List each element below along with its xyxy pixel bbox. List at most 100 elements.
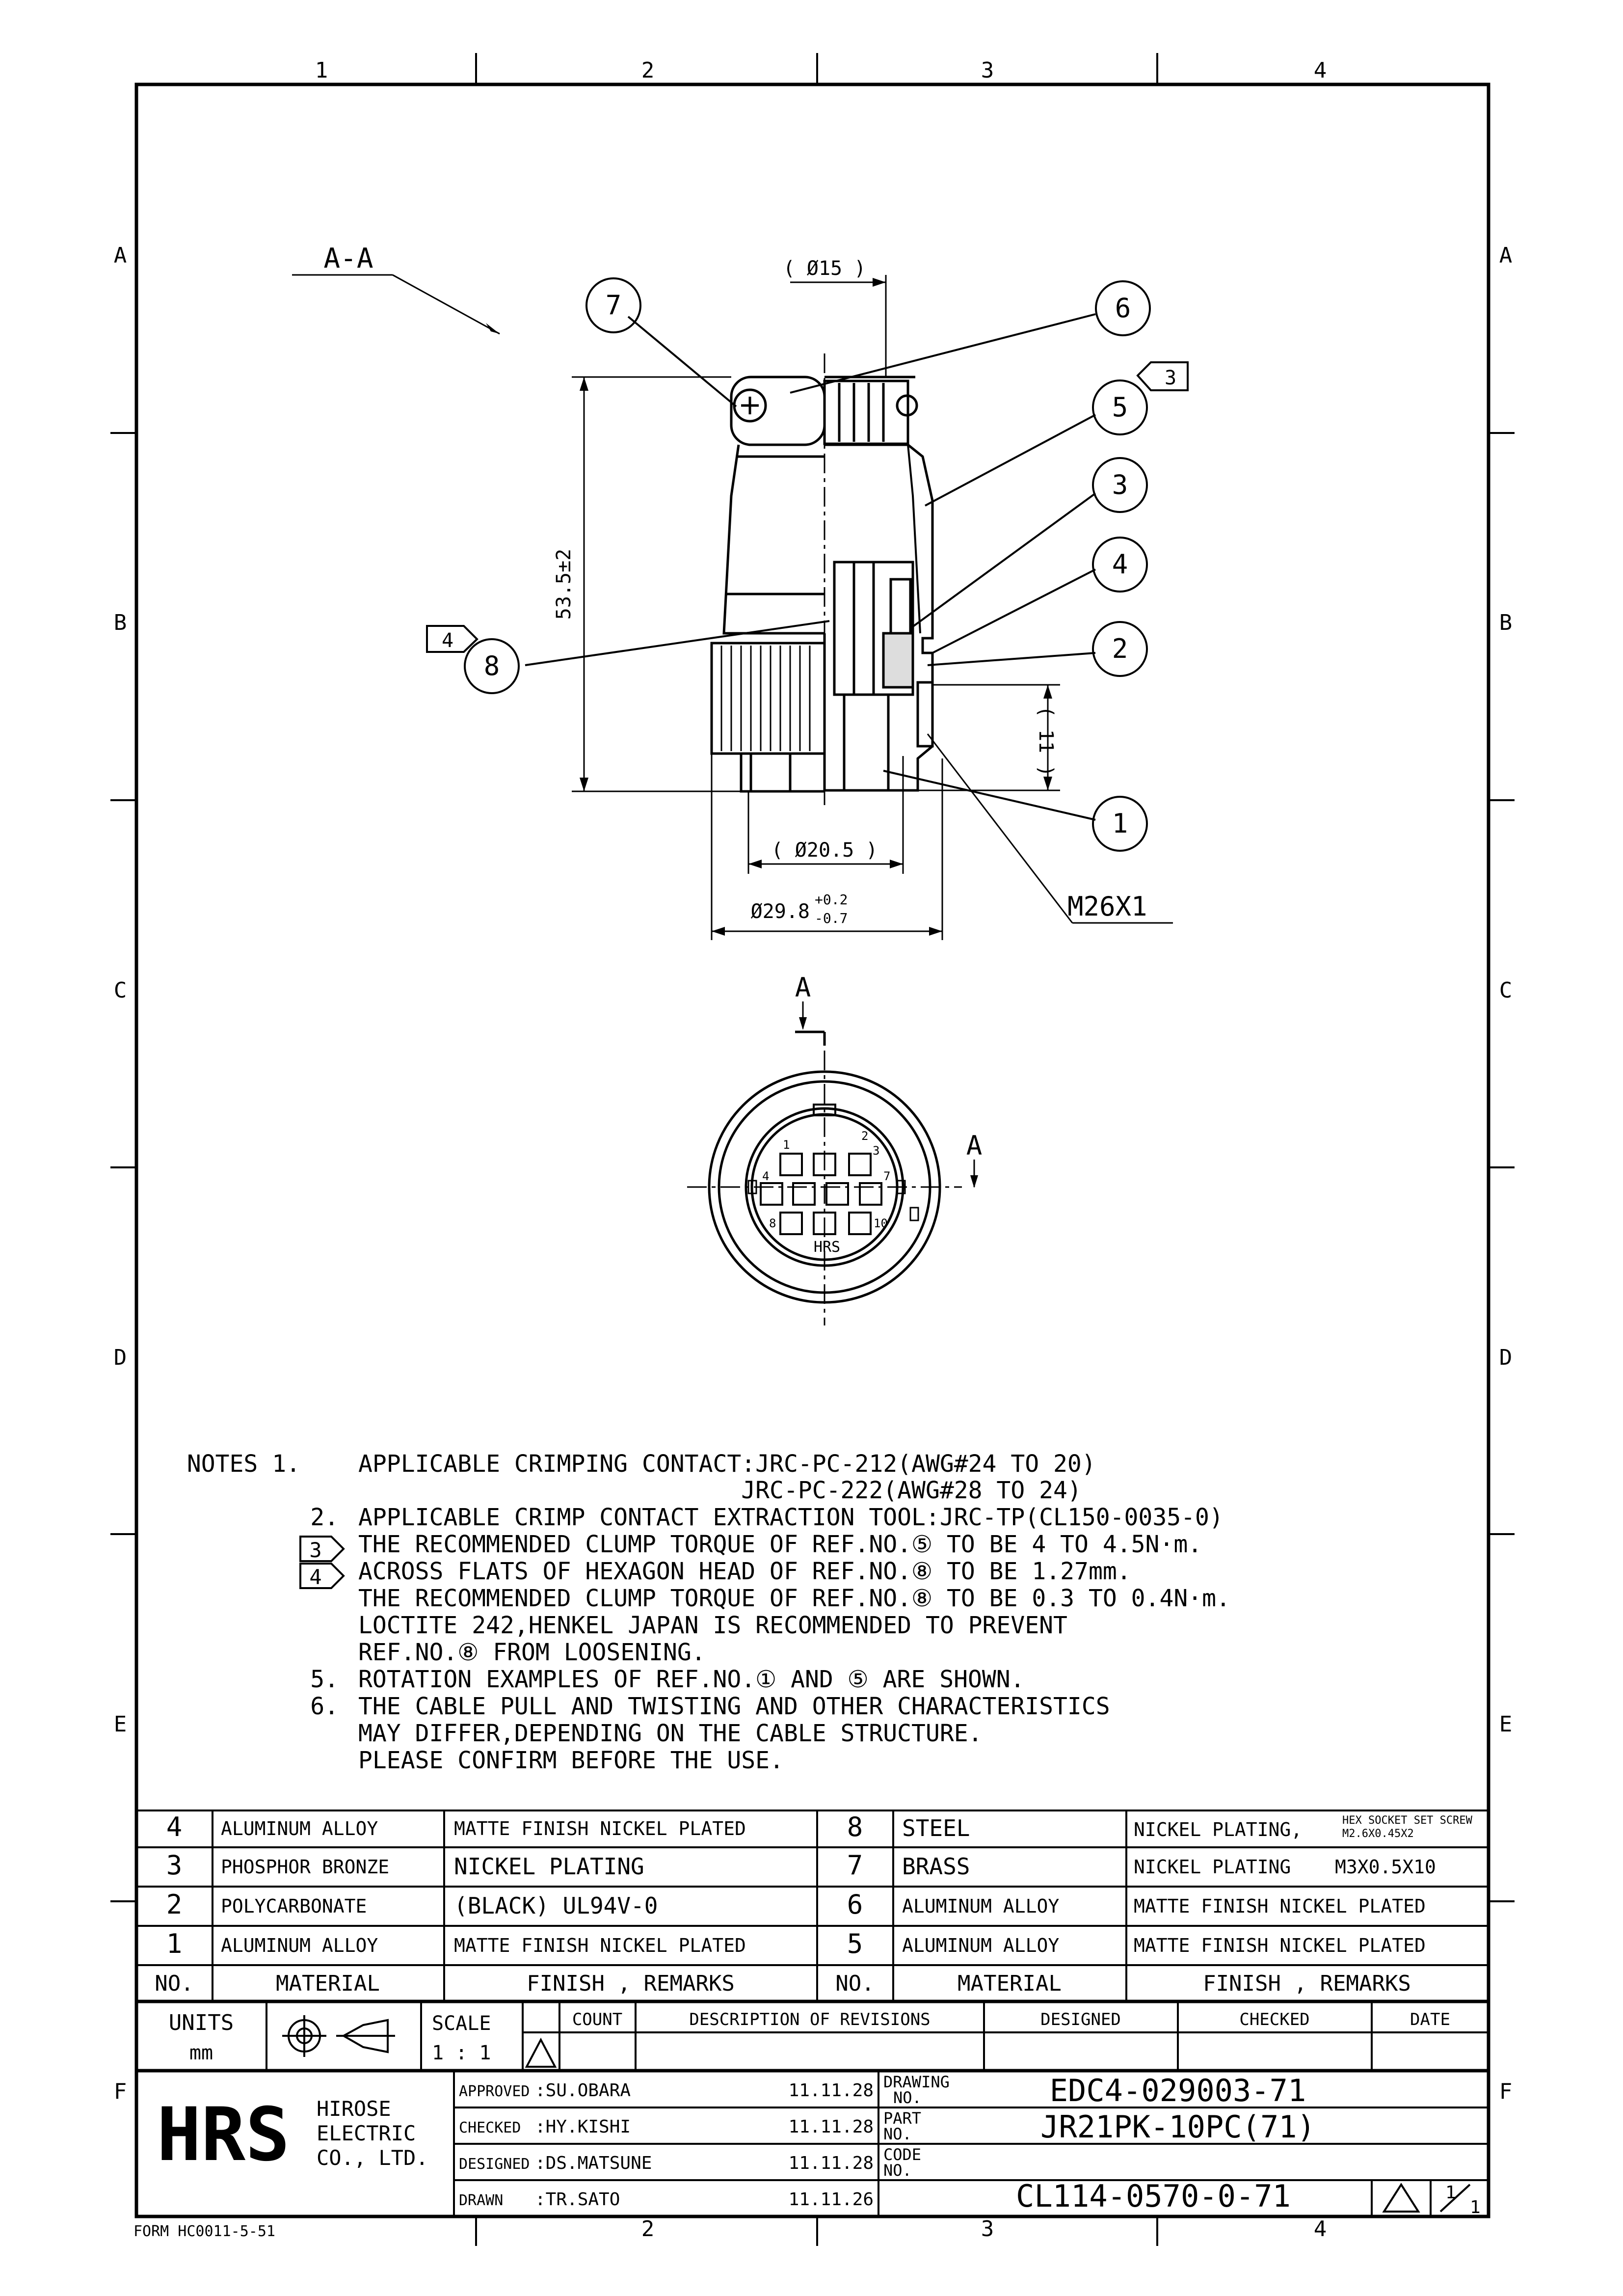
balloon-5-label: 5: [1112, 392, 1128, 423]
dim-11: ( 11 ): [918, 684, 1060, 791]
part-row-7-remark: M3X0.5X10: [1335, 1856, 1436, 1878]
part-row-6-finish: MATTE FINISH NICKEL PLATED: [1134, 1895, 1426, 1917]
note-4-line-1: ACROSS FLATS OF HEXAGON HEAD OF REF.NO.⑧…: [358, 1558, 1131, 1585]
part-row-3-material: PHOSPHOR BRONZE: [221, 1856, 389, 1878]
note-6-line-2: MAY DIFFER,DEPENDING ON THE CABLE STRUCT…: [358, 1720, 983, 1747]
scale-label: SCALE: [432, 2012, 491, 2035]
connector-section-half: [825, 443, 934, 792]
frame-col-3-bottom: 3: [981, 2216, 994, 2242]
front-view: A A 1 2: [687, 972, 982, 1325]
frame-row-f-right: F: [1499, 2079, 1513, 2104]
notes-block: NOTES 1. APPLICABLE CRIMPING CONTACT:JRC…: [187, 1450, 1230, 1774]
frame-row-b-left: B: [114, 610, 127, 635]
part-row-7-finish: NICKEL PLATING: [1134, 1856, 1291, 1878]
pin-10: 10: [874, 1216, 888, 1230]
pin-7: 7: [883, 1169, 890, 1183]
rev-header-description: DESCRIPTION OF REVISIONS: [689, 2010, 930, 2029]
company-line-1: HIROSE: [317, 2097, 391, 2121]
part-row-8-no: 8: [847, 1811, 863, 1842]
form-number: FORM HC0011-5-51: [133, 2223, 275, 2240]
part-row-6-no: 6: [847, 1889, 863, 1920]
approval-date-checked: 11.11.28: [789, 2117, 874, 2137]
drawing-no-label-2: NO.: [893, 2088, 922, 2107]
part-row-1-finish: MATTE FINISH NICKEL PLATED: [454, 1935, 746, 1956]
frame-row-a-left: A: [114, 243, 127, 268]
code-no-label-1: CODE: [883, 2145, 921, 2164]
dim-29-8-tol-minus: -0.7: [815, 910, 848, 926]
code-number: CL114-0570-0-71: [1016, 2178, 1291, 2214]
balloon-8: 8 4: [426, 625, 520, 694]
dim-diameter-15: ( Ø15 ): [783, 257, 887, 378]
parts-header-material-left: MATERIAL: [276, 1971, 380, 1996]
note-1-number: NOTES 1.: [187, 1450, 300, 1478]
note-6-line-1: THE CABLE PULL AND TWISTING AND OTHER CH…: [358, 1693, 1110, 1720]
approval-date-drawn: 11.11.26: [789, 2189, 874, 2210]
hrs-logo: HRS: [157, 2092, 290, 2178]
parts-header-no-right: NO.: [835, 1971, 874, 1996]
balloon-2-label: 2: [1112, 633, 1128, 664]
rev-header-count: COUNT: [572, 2010, 622, 2029]
flag-note-4-label: 4: [442, 629, 453, 652]
frame-col-1-top: 1: [315, 58, 328, 83]
part-row-3-finish: NICKEL PLATING: [454, 1853, 644, 1880]
note-5-number: 5.: [310, 1666, 339, 1693]
balloon-2: 2: [1092, 621, 1148, 677]
part-row-4-no: 4: [166, 1811, 183, 1842]
part-row-2-no: 2: [166, 1889, 183, 1920]
dim-29-8-text: Ø29.8: [751, 900, 810, 923]
balloon-5: 5 3: [1092, 361, 1189, 435]
section-label: A-A: [323, 243, 373, 274]
frame-row-b-right: B: [1499, 610, 1513, 635]
pin-8: 8: [769, 1216, 776, 1230]
revision-triangle-icon: [525, 2037, 557, 2068]
frame-row-a-right: A: [1499, 243, 1513, 268]
part-row-4-finish: MATTE FINISH NICKEL PLATED: [454, 1818, 746, 1839]
part-row-2-material: POLYCARBONATE: [221, 1895, 367, 1917]
note-3-flag: [299, 1536, 345, 1562]
dim-11-text: ( 11 ): [1035, 706, 1057, 777]
frame-row-e-right: E: [1499, 1712, 1513, 1737]
rev-header-checked: CHECKED: [1239, 2010, 1309, 2029]
face-logo: HRS: [814, 1239, 840, 1256]
balloon-6-label: 6: [1115, 293, 1131, 324]
part-row-8-remark: HEX SOCKET SET SCREW: [1342, 1814, 1473, 1827]
contact-cavities: [760, 1153, 882, 1235]
thread-callout: M26X1: [927, 733, 1173, 924]
section-view: A-A: [292, 243, 1189, 940]
part-number: JR21PK-10PC(71): [1040, 2109, 1315, 2145]
balloon-1: 1: [1092, 796, 1148, 852]
approval-name-checked: :HY.KISHI: [535, 2117, 631, 2137]
balloon-8-label: 8: [484, 650, 500, 681]
part-row-3-no: 3: [166, 1850, 183, 1881]
parts-header-finish-right: FINISH , REMARKS: [1203, 1971, 1411, 1996]
part-row-1-no: 1: [166, 1928, 183, 1959]
dim-diameter-20-5: ( Ø20.5 ): [747, 756, 904, 874]
pin-4: 4: [762, 1169, 769, 1183]
parts-header-finish-left: FINISH , REMARKS: [527, 1971, 735, 1996]
part-row-8-remark-2: M2.6X0.45X2: [1342, 1828, 1414, 1840]
note-1-line-1: APPLICABLE CRIMPING CONTACT:JRC-PC-212(A…: [358, 1450, 1096, 1478]
frame-col-4-bottom: 4: [1314, 2216, 1327, 2242]
rev-header-date: DATE: [1410, 2010, 1450, 2029]
frame-col-2-bottom: 2: [641, 2216, 655, 2242]
code-no-label-2: NO.: [883, 2161, 912, 2180]
balloon-1-label: 1: [1112, 808, 1128, 839]
dim-length: 53.5±2: [553, 376, 741, 792]
drawing-frame: 1 2 3 4 2 3 4 A B C D E F A B C D E F FO…: [110, 53, 1515, 2246]
part-row-7-no: 7: [847, 1850, 863, 1881]
part-row-2-finish: (BLACK) UL94V-0: [454, 1892, 658, 1919]
frame-row-d-left: D: [114, 1345, 127, 1370]
balloon-7: 7: [585, 277, 641, 333]
parts-header-no-left: NO.: [155, 1971, 193, 1996]
units-label: UNITS: [169, 2010, 234, 2035]
flag-note-3-label: 3: [1165, 367, 1176, 389]
approval-date-approved: 11.11.28: [789, 2080, 874, 2101]
approval-role-checked: CHECKED: [459, 2119, 521, 2136]
balloon-6: 6: [1095, 280, 1151, 336]
parts-list: 4 ALUMINUM ALLOY MATTE FINISH NICKEL PLA…: [136, 1810, 1489, 2003]
frame-col-3-top: 3: [981, 58, 994, 83]
note-4-flag: [299, 1563, 345, 1589]
sheet-total: 1: [1470, 2197, 1481, 2217]
cut-mark-a-right: A: [966, 1130, 983, 1161]
